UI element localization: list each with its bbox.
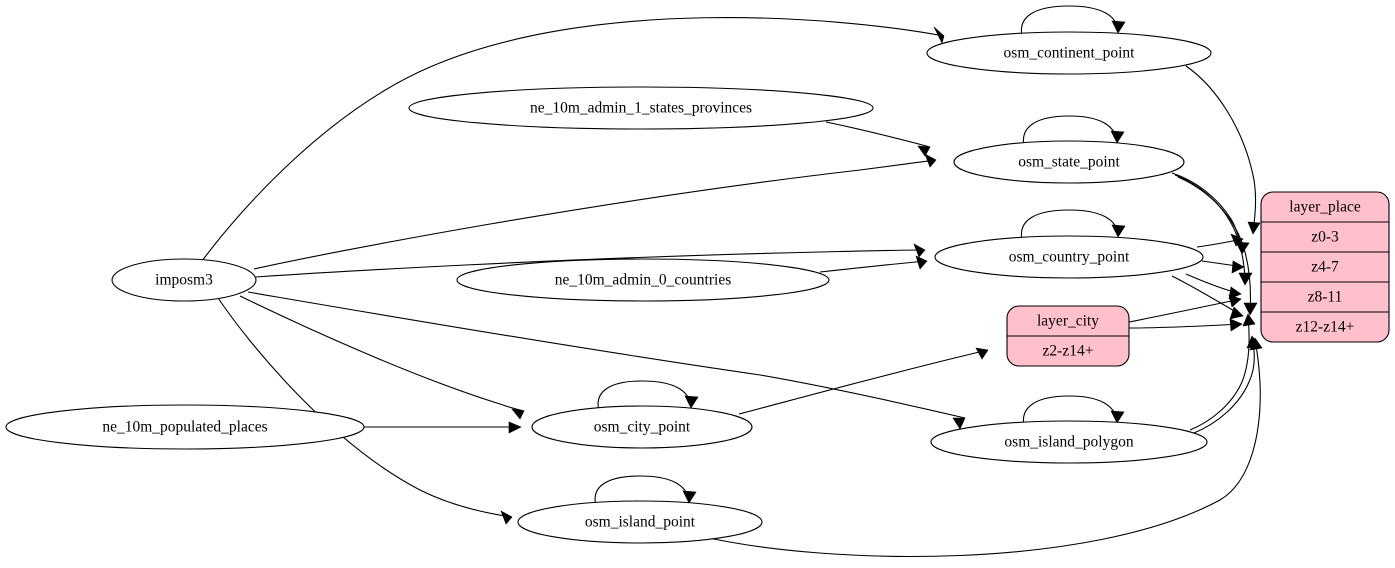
self-loop-osm-island-polygon [1022, 395, 1125, 427]
node-osm-island-polygon[interactable]: osm_island_polygon [930, 420, 1208, 464]
layer-place-row-z12-z14[interactable]: z12-z14+ [1296, 319, 1355, 336]
self-loop-osm-state-point [1022, 115, 1125, 147]
node-ne-10m-populated-places[interactable]: ne_10m_populated_places [5, 404, 365, 450]
edge-osm-country-point-to-layer-place-z12-z14 [1171, 275, 1244, 320]
edge-osm-state-point-to-layer-place-z8-11 [1174, 174, 1253, 286]
node-ne-states-label: ne_10m_admin_1_states_provinces [530, 100, 752, 117]
edge-osm-island-point-to-layer-place-z12-z14 [699, 337, 1263, 558]
self-loop-osm-island-point [594, 475, 697, 507]
edge-ne-states-to-osm-state-point [825, 121, 931, 157]
edge-imposm3-to-osm-city-point [239, 295, 525, 420]
node-osm-continent-point-label: osm_continent_point [1004, 45, 1136, 62]
layer-place-row-z0-3[interactable]: z0-3 [1311, 229, 1339, 246]
node-osm-country-point-label: osm_country_point [1009, 249, 1130, 266]
node-osm-island-point-label: osm_island_point [585, 514, 696, 531]
node-osm-state-point[interactable]: osm_state_point [953, 140, 1185, 184]
node-osm-city-point-label: osm_city_point [594, 419, 691, 436]
edge-osm-city-point-to-layer-city [738, 347, 989, 415]
edge-layer-city-to-layer-place-z12-z14 [1128, 318, 1243, 332]
node-layer: imposm3 ne_10m_admin_1_states_provinces … [5, 31, 1212, 544]
node-osm-state-point-label: osm_state_point [1018, 154, 1120, 171]
node-osm-island-point[interactable]: osm_island_point [517, 500, 763, 544]
edge-layer [201, 5, 1263, 558]
edge-osm-country-point-to-layer-place-z8-11 [1185, 273, 1242, 300]
node-osm-island-polygon-label: osm_island_polygon [1004, 434, 1133, 451]
node-osm-continent-point[interactable]: osm_continent_point [926, 31, 1212, 75]
node-osm-city-point[interactable]: osm_city_point [531, 405, 753, 449]
node-imposm3-label: imposm3 [155, 272, 213, 289]
edge-ne-places-to-osm-city-point [364, 421, 522, 434]
edge-imposm3-to-osm-island-polygon [247, 291, 966, 430]
record-node-layer-place[interactable]: layer_place z0-3 z4-7 z8-11 z12-z14+ [1260, 191, 1390, 343]
edge-ne-countries-to-osm-country-point [819, 255, 928, 273]
edge-imposm3-to-osm-island-point [217, 297, 513, 525]
record-node-layer-city[interactable]: layer_city z2-z14+ [1006, 305, 1130, 367]
node-ne-countries-label: ne_10m_admin_0_countries [555, 272, 732, 289]
edge-osm-continent-point-to-layer-place-z0-3 [1185, 65, 1261, 235]
edge-osm-state-point-to-layer-place-z12-z14 [1177, 176, 1258, 316]
self-loop-osm-city-point [597, 380, 699, 412]
edge-osm-island-polygon-to-layer-place-z8-11 [1189, 313, 1256, 431]
layer-place-row-z8-11[interactable]: z8-11 [1308, 289, 1343, 306]
self-loop-osm-continent-point [1020, 5, 1126, 37]
edge-layer-city-to-layer-place-z8-11 [1128, 294, 1242, 323]
edge-imposm3-to-osm-state-point [253, 153, 937, 270]
edge-osm-country-point-to-layer-place-z4-7 [1201, 260, 1245, 274]
edge-imposm3-to-osm-country-point [255, 243, 926, 278]
node-imposm3[interactable]: imposm3 [111, 258, 257, 302]
edge-osm-country-point-to-layer-place-z0-3 [1196, 233, 1244, 248]
node-ne-places-label: ne_10m_populated_places [102, 419, 267, 436]
layer-city-title: layer_city [1037, 313, 1099, 330]
layer-place-title: layer_place [1289, 199, 1361, 216]
layer-place-row-z4-7[interactable]: z4-7 [1311, 259, 1339, 276]
node-osm-country-point[interactable]: osm_country_point [934, 235, 1204, 279]
layer-city-row-z2-z14[interactable]: z2-z14+ [1043, 343, 1094, 360]
node-ne-10m-admin-0-countries[interactable]: ne_10m_admin_0_countries [456, 258, 830, 302]
self-loop-osm-country-point [1020, 209, 1126, 241]
edge-imposm3-to-osm-continent-point [201, 16, 945, 262]
node-ne-10m-admin-1-states-provinces[interactable]: ne_10m_admin_1_states_provinces [408, 86, 874, 130]
edge-osm-island-polygon-to-layer-place-z12-z14 [1193, 335, 1260, 434]
